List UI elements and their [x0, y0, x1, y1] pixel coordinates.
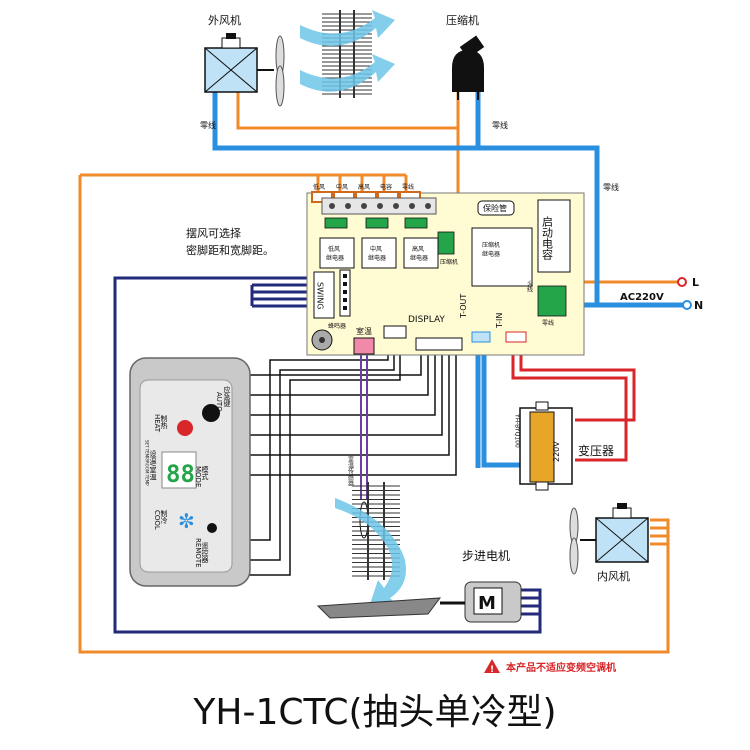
panel-remote-en: REMOTE [194, 538, 202, 568]
stepper-motor-icon [316, 581, 522, 623]
swing-label: SWING [316, 282, 325, 310]
indoor-fan-label: 内风机 [597, 569, 630, 583]
panel-cool-cn: 制冷 [160, 509, 168, 525]
panel-remote-cn: 遥控器 [201, 541, 209, 564]
relay-0-line1: 低风 [328, 245, 340, 253]
outdoor-coil-icon [300, 10, 395, 98]
indoor-fan-icon [569, 503, 649, 575]
swing-note-line1: 摆风可选择 [186, 226, 241, 240]
motor-letter: M [478, 593, 496, 614]
svg-text:SWING: SWING [316, 282, 325, 310]
compressor-icon [452, 35, 485, 100]
display-label: DISPLAY [408, 315, 445, 325]
relay-2-line2: 继电器 [410, 254, 428, 262]
panel-temp-cn: 设温/室温 [149, 449, 157, 481]
panel-temp-en: SET TEMP/ROOM TEMP [145, 440, 150, 486]
outdoor-fan-label: 外风机 [208, 13, 241, 27]
outdoor-fan-icon [204, 33, 285, 107]
sensor-label: 室温传感器 [347, 455, 354, 487]
svg-text:室温传感器: 室温传感器 [347, 455, 354, 487]
terminal-label-4: 零线 [402, 183, 414, 191]
control-board [306, 191, 585, 356]
compressor-terminal-label: 压缩机 [440, 258, 458, 266]
start-capacitor-label: 启动电容 [541, 216, 554, 261]
neutral-label-1: 零线 [200, 120, 216, 130]
panel-mode-cn: 模式 [201, 465, 209, 480]
warning-text: 本产品不适应变频空调机 [506, 661, 616, 674]
terminal-label-3: 电容 [380, 183, 392, 191]
panel-cool-en: COOL [153, 510, 161, 530]
svg-text:火线: 火线 [526, 280, 533, 292]
n-label: N [694, 299, 703, 312]
fire-wire-label: 火线 [526, 280, 533, 292]
fuse-label: 保险管 [483, 203, 507, 213]
sensor-wires [360, 352, 368, 500]
svg-text:启动电容: 启动电容 [541, 216, 554, 261]
terminal-label-2: 高风 [358, 183, 370, 191]
orange-wires [78, 90, 680, 654]
warning-icon: ! [484, 659, 500, 675]
terminal-label-1: 中风 [336, 183, 348, 191]
red-wires [511, 338, 636, 462]
display-panel: ✼ [129, 357, 251, 587]
relay-0-line2: 继电器 [326, 254, 344, 262]
compressor-relay-line1: 压缩机 [482, 241, 500, 249]
relay-1-line2: 继电器 [368, 254, 386, 262]
svg-text:YH-BYQ100: YH-BYQ100 [514, 413, 521, 448]
panel-labels: 应急键 AUTO 制热 HEAT 设温/室温 SET TEMP/ROOM TEM… [145, 385, 232, 567]
panel-digits: 88 [166, 460, 195, 488]
relay-1-line1: 中风 [370, 245, 382, 253]
svg-text:220V: 220V [552, 441, 561, 462]
stepper-motor-label: 步进电机 [462, 549, 510, 563]
panel-emergency-cn: 应急键 [223, 385, 231, 408]
swing-note-line2: 密脚距和宽脚距。 [186, 243, 274, 257]
room-temp-label: 室温 [356, 326, 372, 336]
ac-label: AC220V [620, 292, 664, 303]
transformer-label: 变压器 [578, 443, 614, 458]
board-neutral-label: 零线 [542, 319, 554, 327]
neutral-label-3: 零线 [603, 182, 619, 192]
navy-wires [113, 276, 542, 634]
panel-heat-en: HEAT [153, 414, 161, 433]
compressor-relay-line2: 继电器 [482, 250, 500, 258]
panel-heat-cn: 制热 [160, 414, 168, 430]
svg-text:!: ! [490, 665, 494, 675]
svg-text:T-OUT: T-OUT [459, 294, 468, 319]
l-terminal [677, 277, 687, 287]
n-terminal [682, 300, 692, 310]
transformer-icon [519, 401, 573, 491]
diagram-title: YH-1CTC(抽头单冷型) [192, 692, 556, 733]
svg-text:✼: ✼ [178, 509, 195, 533]
l-label: L [692, 276, 699, 289]
neutral-label-2: 零线 [492, 120, 508, 130]
svg-text:T-IN: T-IN [495, 313, 504, 329]
terminal-label-0: 低风 [313, 183, 325, 191]
compressor-label: 压缩机 [446, 13, 479, 27]
transformer-voltage-label: 220V [552, 441, 561, 462]
transformer-model-label: YH-BYQ100 [514, 413, 521, 448]
buzzer-label: 蜂鸣器 [328, 322, 346, 330]
relay-2-line1: 高风 [412, 245, 424, 253]
t-out-label: T-OUT [459, 294, 468, 319]
panel-mode-en: MODE [194, 466, 202, 487]
t-in-label: T-IN [495, 313, 504, 329]
display-wires [240, 340, 457, 576]
panel-emergency-en: AUTO [215, 392, 223, 412]
indoor-coil-icon [335, 482, 406, 606]
